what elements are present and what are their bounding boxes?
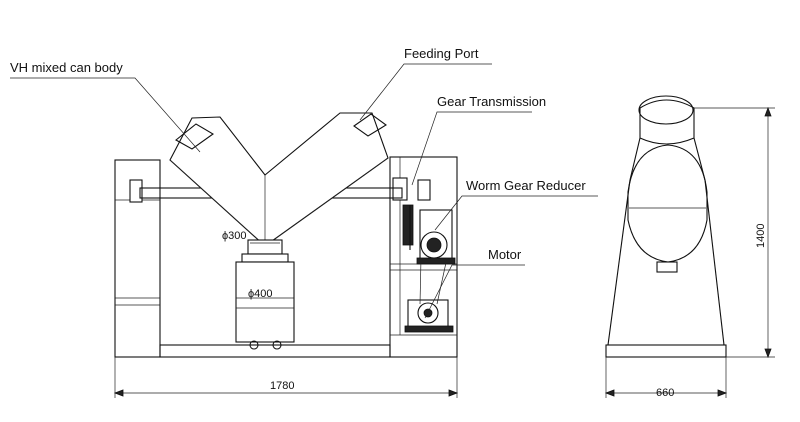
- dim-outlet-diameter: ϕ300: [222, 230, 247, 242]
- gear-transmission: [402, 179, 431, 250]
- label-feeding-port: Feeding Port: [404, 46, 479, 61]
- label-worm-gear-reducer: Worm Gear Reducer: [466, 178, 586, 193]
- drive-motor: [404, 257, 454, 333]
- worm-gear-reducer: [416, 209, 456, 265]
- label-motor: Motor: [488, 247, 522, 262]
- dim-container-diameter: ϕ400: [248, 288, 273, 300]
- base-frame: [159, 344, 391, 358]
- discharge-outlet: [247, 239, 283, 255]
- dimension-overall-width: [604, 357, 728, 398]
- dim-overall-width: 660: [656, 387, 674, 399]
- dim-overall-height: 1400: [755, 224, 767, 248]
- front-view: [114, 112, 458, 358]
- dim-overall-length: 1780: [270, 380, 294, 392]
- leader-lines: [10, 63, 598, 319]
- label-can-body: VH mixed can body: [10, 60, 123, 75]
- v-can-body: [169, 112, 389, 247]
- side-view: [605, 95, 727, 358]
- receiving-container: [235, 253, 295, 350]
- left-support-column: [114, 159, 161, 358]
- dimension-overall-height: [694, 106, 775, 359]
- label-gear-transmission: Gear Transmission: [437, 94, 546, 109]
- dimension-overall-length: [113, 357, 459, 398]
